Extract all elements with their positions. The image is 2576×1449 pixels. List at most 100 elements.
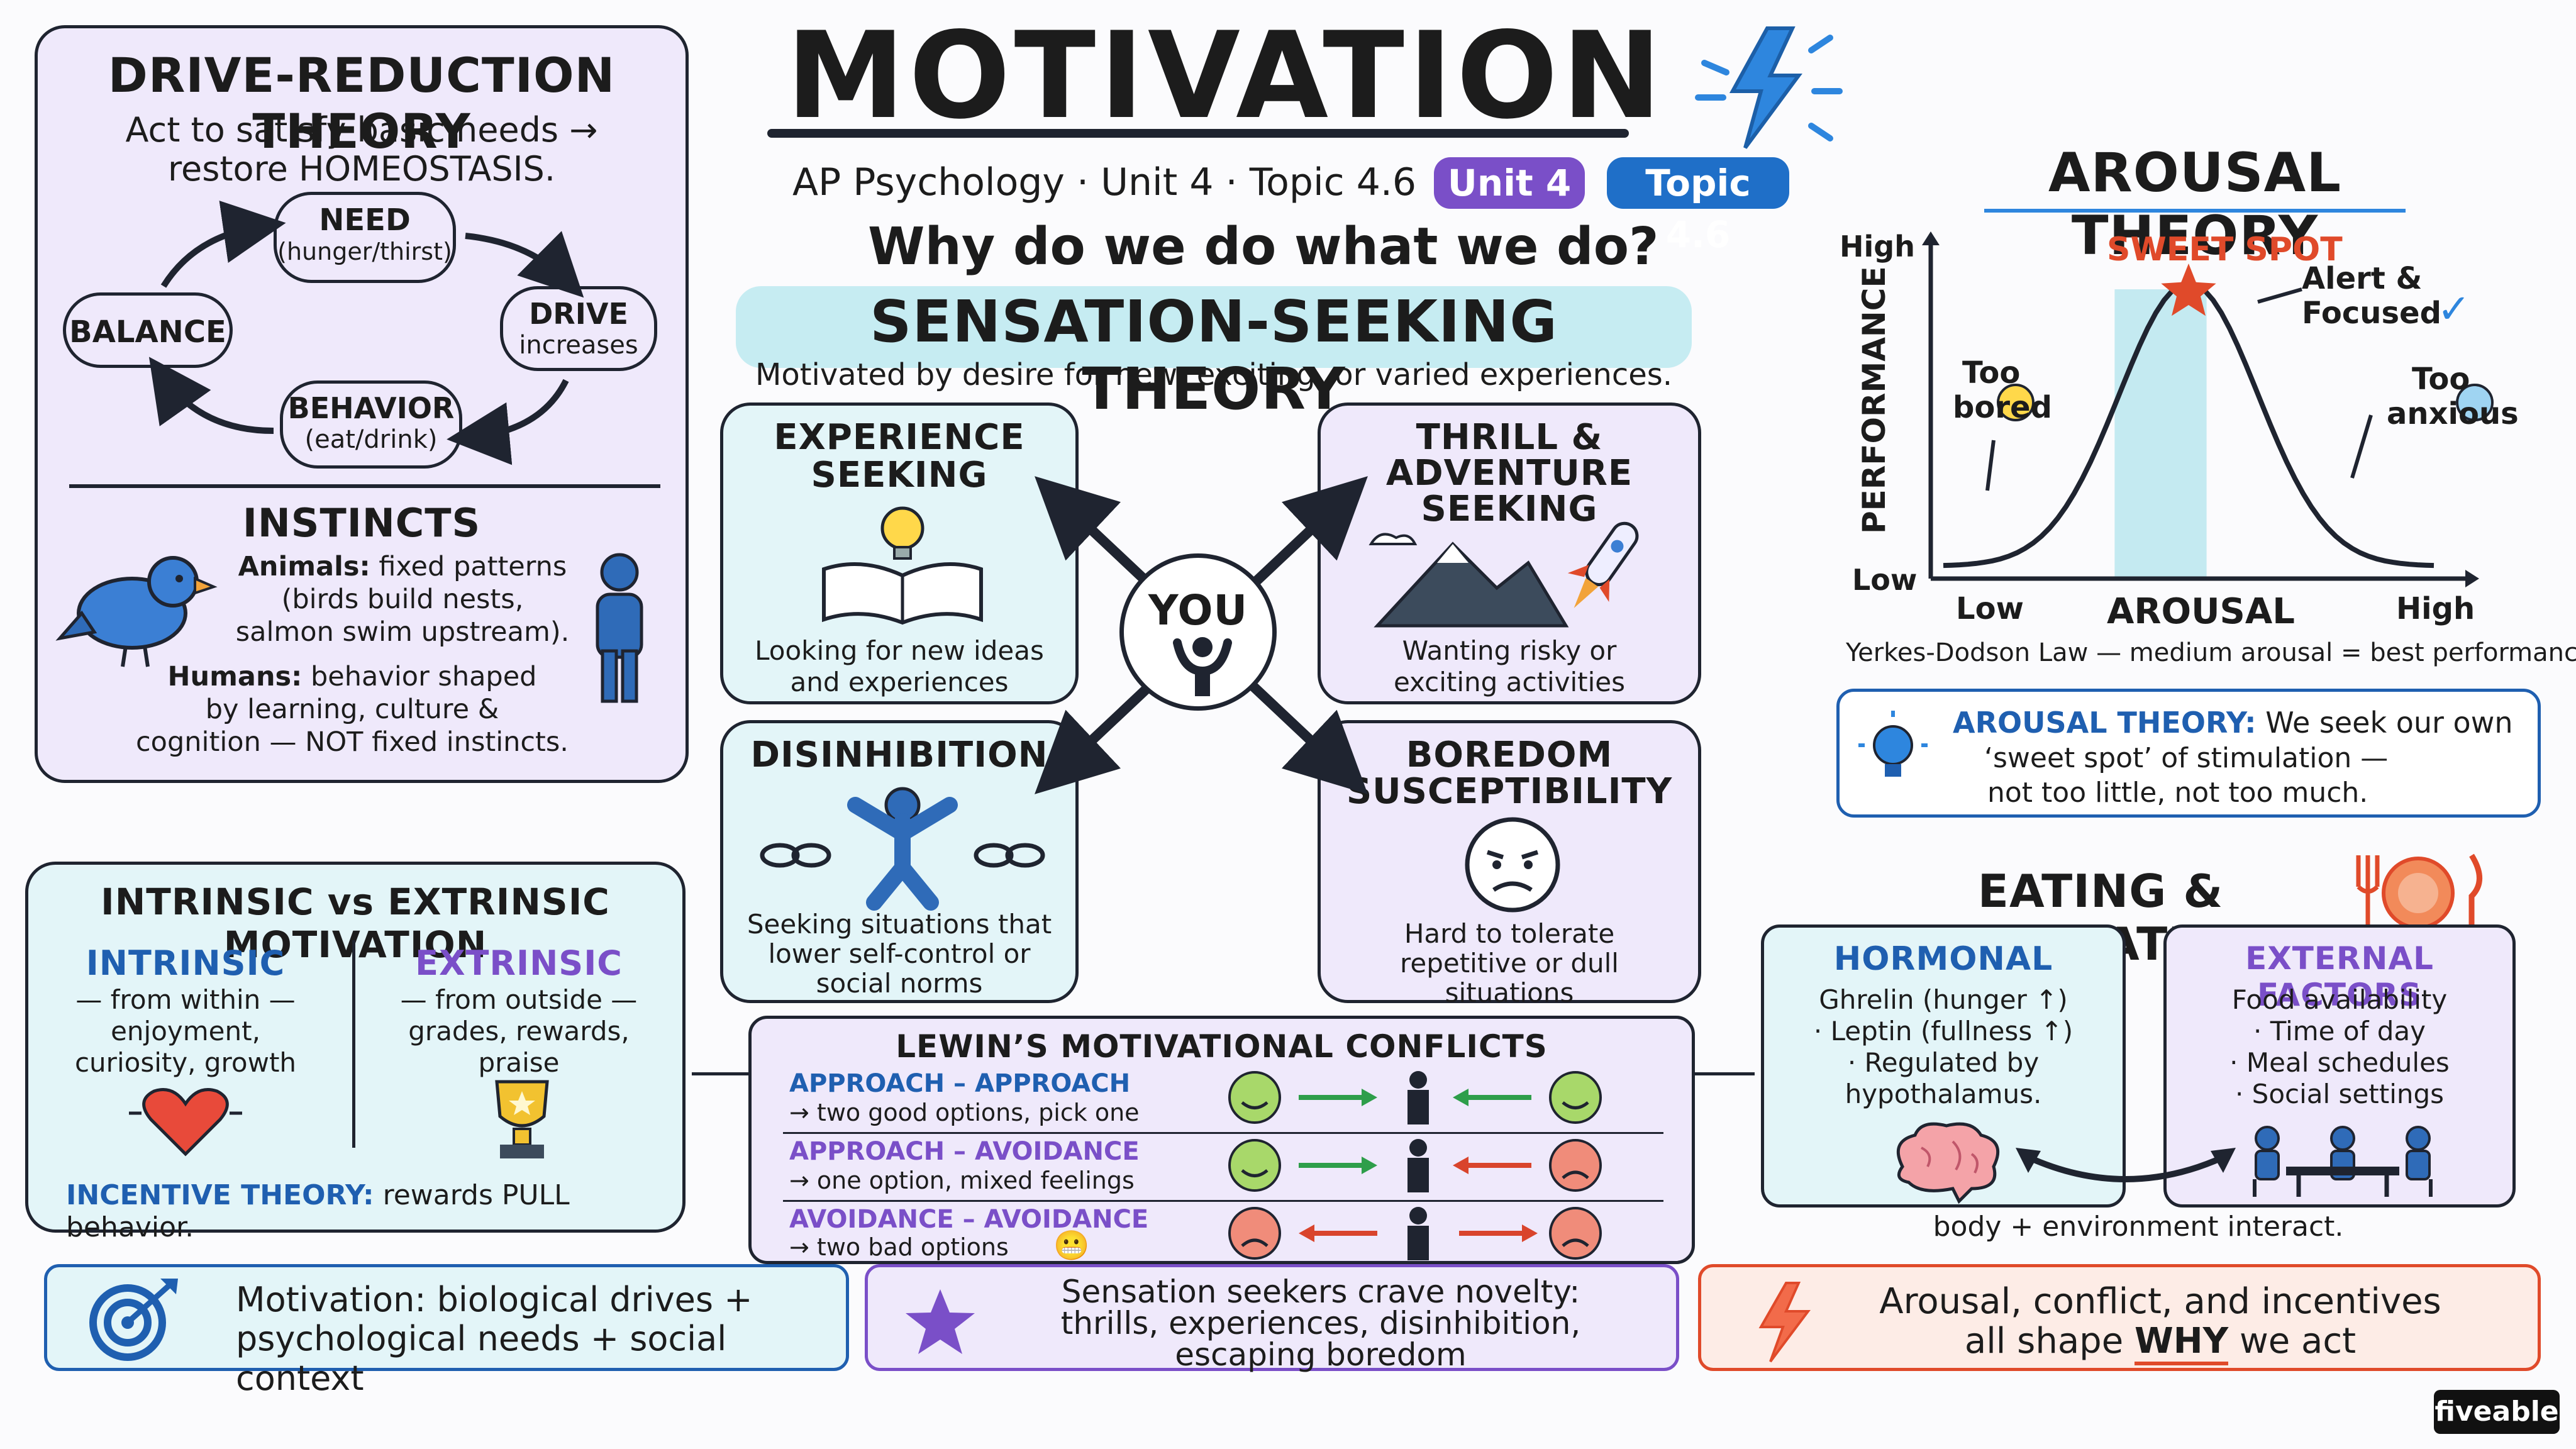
experience-title1: EXPERIENCE xyxy=(774,417,1025,458)
boredom-text1: Hard to tolerate xyxy=(1404,918,1615,949)
drive-reduction-desc2: restore HOMEOSTASIS. xyxy=(168,149,555,189)
too-anxious-label2: anxious xyxy=(2387,396,2519,431)
lightning-icon xyxy=(1695,26,1843,149)
y-low-label: Low xyxy=(1852,563,1918,597)
guiding-question: Why do we do what we do? xyxy=(868,217,1659,277)
x-low-label: Low xyxy=(1956,591,2024,626)
bolt-icon xyxy=(1758,1282,1811,1363)
arousal-curve-chart xyxy=(1922,231,2494,587)
thrill-seeking-card: THRILL & ADVENTURE SEEKING Wanting risky… xyxy=(1318,402,1701,704)
arousal-note-text2: ‘sweet spot’ of stimulation — xyxy=(1984,742,2389,774)
summary3-post: we act xyxy=(2239,1321,2357,1362)
animals-text2: (birds build nests, xyxy=(281,584,524,615)
sweet-spot-star xyxy=(2161,264,2216,316)
cycle-arrows xyxy=(148,201,584,465)
incentive-theory: INCENTIVE THEORY: rewards PULL behavior. xyxy=(66,1179,682,1243)
humans-text3: cognition — NOT fixed instincts. xyxy=(136,726,569,758)
boredom-title1: BOREDOM xyxy=(1406,735,1613,775)
too-bored-label2: bored xyxy=(1953,390,2052,425)
arousal-note-text3: not too little, not too much. xyxy=(1987,777,2368,809)
conflict-name: APPROACH – APPROACH xyxy=(789,1069,1131,1098)
behavior-title: BEHAVIOR xyxy=(287,391,455,425)
extrinsic-line1: — from outside — xyxy=(400,984,638,1015)
book-lightbulb-icon xyxy=(822,506,983,625)
title-underline xyxy=(767,129,1629,138)
row-divider xyxy=(783,1200,1663,1202)
summary1-line1: Motivation: biological drives + xyxy=(236,1280,753,1319)
cycle-behavior: BEHAVIOR (eat/drink) xyxy=(280,380,462,469)
thrill-title2: ADVENTURE xyxy=(1385,453,1633,494)
behavior-sub: (eat/drink) xyxy=(304,425,438,454)
x-high-label: High xyxy=(2396,591,2475,626)
lewin-connector-left xyxy=(692,1072,752,1075)
mountain-rocket-icon xyxy=(1368,521,1639,628)
yerkes-dodson-law: Yerkes-Dodson Law — medium arousal = bes… xyxy=(1846,638,2576,667)
you-center-circle: YOU xyxy=(1119,553,1277,711)
conflict-desc: → one option, mixed feelings xyxy=(789,1167,1135,1194)
animals-label: Animals: xyxy=(238,551,370,582)
drive-reduction-desc1: Act to satisfy basic needs → xyxy=(125,110,598,150)
conflict-name: APPROACH – AVOIDANCE xyxy=(789,1137,1140,1166)
check-icon: ✓ xyxy=(2437,286,2471,333)
broken-chains-icon xyxy=(760,787,1045,911)
alert-label2: Focused xyxy=(2302,296,2441,331)
lewin-title: LEWIN’S MOTIVATIONAL CONFLICTS xyxy=(896,1028,1548,1065)
summary-box-arousal: Arousal, conflict, and incentives all sh… xyxy=(1698,1264,2541,1371)
alert-label1: Alert & xyxy=(2302,261,2423,296)
x-axis-arrow xyxy=(2465,570,2479,587)
row-divider xyxy=(783,1132,1663,1134)
external-factors-card: EXTERNAL FACTORS Food availability · Tim… xyxy=(2163,924,2516,1208)
summary2-line1: Sensation seekers crave novelty: xyxy=(1061,1274,1580,1310)
bored-face-icon xyxy=(1465,817,1560,913)
person-icon xyxy=(596,553,643,703)
boredom-text2: repetitive or dull xyxy=(1400,948,1619,979)
summary1-line2: psychological needs + social context xyxy=(236,1319,727,1398)
subtitle: AP Psychology · Unit 4 · Topic 4.6 xyxy=(792,160,1417,204)
conflict-desc: → two good options, pick one xyxy=(789,1099,1140,1126)
external-line3: · Meal schedules xyxy=(2229,1047,2450,1078)
lightbulb-icon xyxy=(1858,711,1928,777)
y-axis-title: PERFORMANCE xyxy=(1856,266,1892,534)
thrill-title1: THRILL & xyxy=(1416,417,1603,458)
disinhibition-text3: social norms xyxy=(816,968,983,999)
summary2-line3: escaping boredom xyxy=(1175,1336,1467,1373)
sweet-spot-label: SWEET SPOT xyxy=(2107,231,2343,269)
humans-text2: by learning, culture & xyxy=(205,694,499,725)
eating-footer: body + environment interact. xyxy=(1933,1211,2344,1243)
lewin-row-approach-approach: APPROACH – APPROACH → two good options, … xyxy=(752,1066,1692,1132)
topic-badge: Topic 4.6 xyxy=(1607,157,1789,256)
need-sub: (hunger/thirst) xyxy=(277,238,452,265)
cycle-drive: DRIVE increases xyxy=(500,286,657,371)
summary3-line2: all shape WHY we act xyxy=(1827,1321,2494,1365)
alert-pointer xyxy=(2257,287,2302,304)
external-line2: · Time of day xyxy=(2253,1016,2426,1046)
intrinsic-line3: curiosity, growth xyxy=(74,1047,297,1078)
drive-sub: increases xyxy=(519,331,638,360)
experience-text2: and experiences xyxy=(790,667,1009,697)
y-axis-arrow xyxy=(1922,231,1940,245)
drive-reduction-card: DRIVE-REDUCTION THEORY Act to satisfy ba… xyxy=(35,25,689,783)
heart-icon xyxy=(129,1088,242,1157)
disinhibition-title: DISINHIBITION xyxy=(750,735,1048,775)
humans-label: Humans: xyxy=(167,661,303,692)
plate-fork-knife-icon xyxy=(2356,853,2482,934)
x-axis-title: AROUSAL xyxy=(2107,591,2295,632)
column-divider xyxy=(352,940,355,1148)
instincts-title: INSTINCTS xyxy=(242,500,481,546)
extrinsic-line3: praise xyxy=(478,1047,560,1078)
external-title: EXTERNAL FACTORS xyxy=(2245,940,2434,1013)
incentive-text: rewards PULL behavior. xyxy=(66,1179,570,1243)
boredom-card: BOREDOM SUSCEPTIBILITY Hard to tolerate … xyxy=(1318,720,1701,1008)
arousal-title-underline xyxy=(1984,209,2406,213)
animals-text3: salmon swim upstream). xyxy=(235,616,570,648)
conflict-desc: → two bad options xyxy=(789,1233,1009,1261)
thrill-text1: Wanting risky or xyxy=(1402,635,1617,666)
extrinsic-title: EXTRINSIC xyxy=(415,943,623,983)
star-icon xyxy=(906,1289,975,1354)
unit-badge: Unit 4 xyxy=(1434,157,1585,209)
disinhibition-card: DISINHIBITION Seeking situations that lo… xyxy=(720,720,1079,1003)
thrill-title3: SEEKING xyxy=(1421,489,1598,530)
humans-text1: behavior shaped xyxy=(311,661,537,692)
sensation-title-highlight xyxy=(736,286,1692,368)
disinhibition-text2: lower self-control or xyxy=(768,938,1031,969)
